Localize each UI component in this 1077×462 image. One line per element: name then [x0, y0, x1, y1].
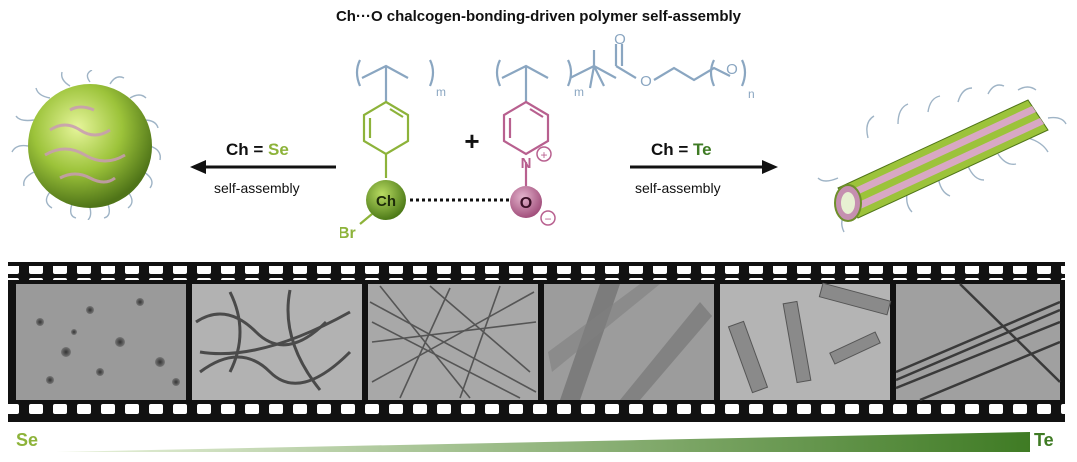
spherical-micelle-illustration — [11, 70, 161, 220]
plus-sign: + — [464, 126, 479, 156]
nitrogen-label: N — [521, 155, 532, 172]
oxide-oxygen-atom — [510, 186, 542, 218]
negative-charge-circle — [540, 210, 556, 226]
positive-charge: + — [540, 148, 547, 162]
left-polymer-backbone — [355, 59, 435, 102]
ether-oxygen: O — [726, 61, 738, 78]
chalcogen-atom — [366, 180, 406, 220]
positive-charge-circle — [536, 146, 552, 162]
core-pattern — [44, 105, 126, 184]
micrograph-worm-fibers — [192, 284, 362, 400]
bottom-sprocket-holes — [8, 404, 1065, 418]
right-arrow-caption: self-assembly — [635, 180, 721, 196]
micrograph-fiber-network — [368, 284, 538, 400]
scale-label-te: Te — [1034, 430, 1054, 450]
chalcogen-label: Ch — [376, 193, 396, 210]
scale-label-se: Se — [16, 430, 39, 450]
pyridine-ring — [502, 100, 550, 186]
bromine-label: Br — [340, 225, 356, 242]
oxide-oxygen-label: O — [520, 195, 532, 212]
nanotube-body — [834, 99, 1049, 222]
figure-title: Ch···O chalcogen-bonding-driven polymer … — [335, 8, 742, 25]
micrograph-tubes — [720, 282, 892, 400]
left-arrow — [190, 160, 336, 174]
negative-charge: − — [544, 212, 551, 226]
polymer-structures: m Ch Br + m O O — [340, 31, 755, 242]
subscript-n: n — [748, 87, 755, 101]
carbonyl-oxygen: O — [614, 31, 626, 48]
phenyl-ring — [362, 100, 410, 178]
nanotube-illustration — [817, 84, 1067, 233]
micelle-core — [28, 84, 152, 208]
left-arrow-label: Ch = Se — [226, 140, 289, 159]
micrograph-ribbons — [544, 284, 714, 400]
right-polymer-backbone — [495, 44, 747, 102]
ester-oxygen: O — [640, 73, 652, 90]
right-arrow — [630, 160, 778, 174]
micrograph-spherical-micelles — [16, 284, 186, 400]
top-sprocket-holes — [8, 266, 1065, 280]
tem-film-strip — [8, 262, 1065, 422]
micrograph-nanotube-bundles — [895, 283, 1061, 402]
right-arrow-label: Ch = Te — [651, 140, 712, 159]
subscript-m-right: m — [574, 85, 584, 99]
composition-gradient-bar — [56, 432, 1030, 452]
subscript-m-left: m — [436, 85, 446, 99]
left-arrow-caption: self-assembly — [214, 180, 300, 196]
